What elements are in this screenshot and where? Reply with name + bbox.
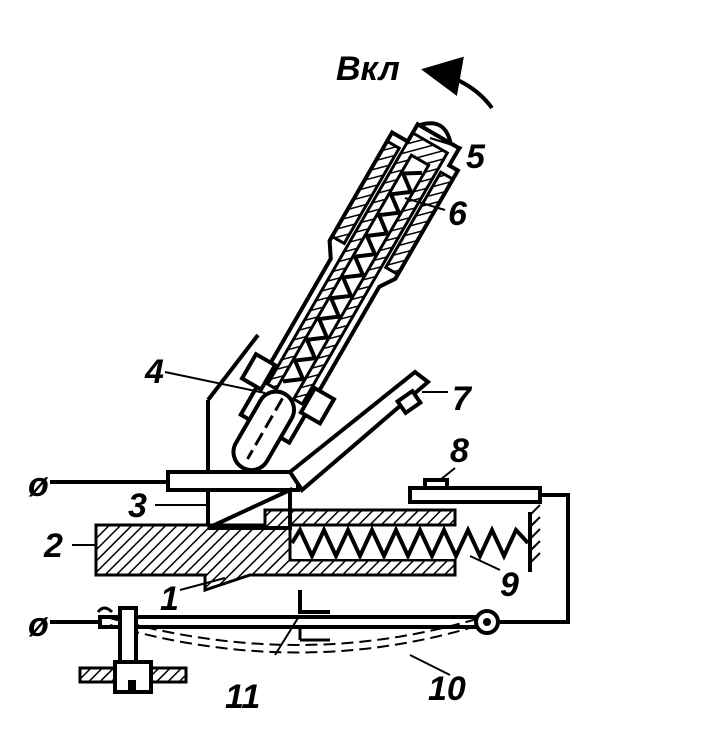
clip (96, 606, 114, 614)
base-body (94, 508, 457, 593)
bimetal-deflected (109, 624, 481, 654)
main-spring (290, 525, 530, 561)
contact-button (423, 478, 449, 490)
label-part3: 3 (128, 487, 147, 525)
label-part9: 9 (500, 566, 519, 604)
return-wire (495, 493, 570, 624)
label-part7: 7 (452, 380, 473, 418)
screw-slot (128, 680, 136, 692)
handle-wall-right (383, 170, 455, 277)
label-part11: 11 (225, 678, 260, 716)
label-part1: 1 (160, 580, 179, 618)
contact-plate (408, 486, 542, 504)
mount-plate-right (149, 666, 188, 684)
contact-tip (394, 388, 424, 416)
support-slope (206, 333, 260, 402)
bimetal-deflected-2 (109, 617, 481, 646)
label-on: Вкл (336, 50, 400, 88)
handle-rod (265, 130, 450, 407)
label-part2: 2 (43, 527, 63, 565)
plunger (231, 389, 296, 473)
handle-wall-left (330, 139, 402, 246)
leader-lines (72, 137, 501, 676)
collar-left (239, 351, 278, 393)
contact-arm (287, 369, 432, 493)
catch (298, 590, 330, 614)
label-part4: 4 (144, 353, 164, 391)
mount-plate-left (78, 666, 117, 684)
label-part10: 10 (428, 670, 466, 708)
label-part6: 6 (448, 195, 468, 233)
label-part5: 5 (466, 138, 486, 176)
handle-cap (414, 121, 454, 148)
handle-spring (282, 170, 422, 384)
handle-assembly (231, 121, 462, 473)
wall-hatch (529, 504, 541, 564)
bimetal-strip (98, 615, 482, 629)
terminal-lower: ø (28, 606, 49, 644)
rotation-arrow (421, 56, 494, 110)
collar-right (298, 385, 337, 427)
upper-contact-bar (166, 470, 300, 492)
label-part8: 8 (450, 432, 469, 470)
terminal-upper: ø (28, 466, 49, 504)
screw-post (118, 606, 138, 665)
